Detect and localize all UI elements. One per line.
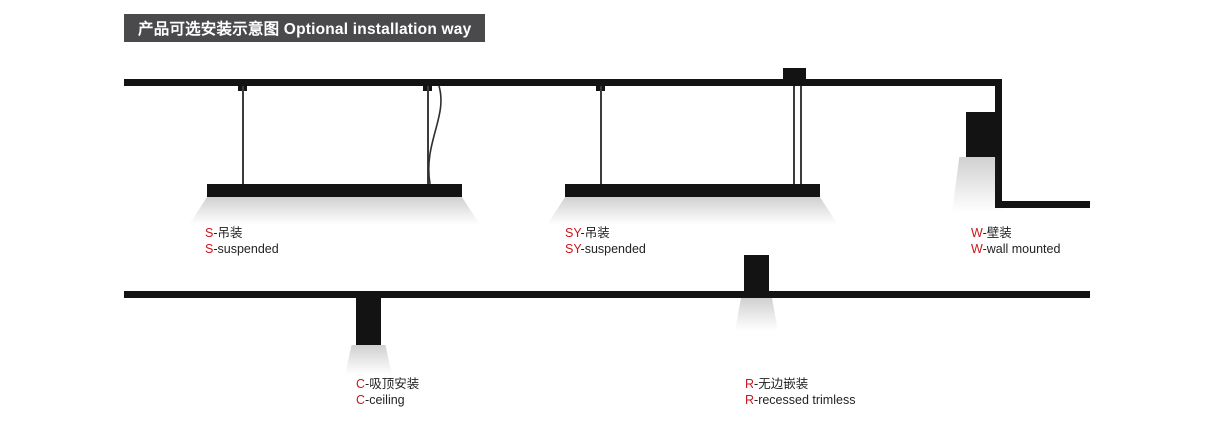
label-sy-zh-code: SY bbox=[565, 226, 581, 240]
label-s-zh: S-吊装 bbox=[205, 225, 279, 241]
sy-driver-box bbox=[783, 68, 806, 80]
c-fixture bbox=[356, 298, 381, 345]
c-light-beam bbox=[345, 345, 392, 375]
label-r-zh: R-无边嵌装 bbox=[745, 376, 855, 392]
section-title-banner: 产品可选安装示意图 Optional installation way bbox=[124, 14, 486, 42]
label-sy-zh: SY-吊装 bbox=[565, 225, 646, 241]
label-sy-en-code: SY bbox=[565, 242, 581, 256]
label-w-en: W-wall mounted bbox=[971, 241, 1060, 257]
label-s-en-code: S bbox=[205, 242, 214, 256]
label-sy-en-text: -suspended bbox=[580, 242, 646, 256]
label-c-en: C-ceiling bbox=[356, 392, 419, 408]
label-w-en-code: W bbox=[971, 242, 983, 256]
label-r-zh-code: R bbox=[745, 377, 755, 391]
label-w-zh-text: -壁装 bbox=[982, 226, 1012, 240]
sy-suspension-wire-right-1 bbox=[793, 86, 795, 184]
ceiling-line-top bbox=[124, 79, 1002, 86]
s-fixture-bar bbox=[207, 184, 462, 197]
r-light-beam bbox=[735, 298, 778, 331]
label-c-en-text: -ceiling bbox=[365, 393, 405, 407]
label-s-zh-code: S bbox=[205, 226, 214, 240]
sy-light-beam bbox=[547, 197, 838, 225]
label-r-en: R-recessed trimless bbox=[745, 392, 855, 408]
label-w-zh-code: W bbox=[971, 226, 983, 240]
w-fixture bbox=[966, 112, 996, 157]
ceiling-line-bottom bbox=[124, 291, 1090, 298]
label-w-en-text: -wall mounted bbox=[982, 242, 1061, 256]
label-c-zh-text: -吸顶安装 bbox=[365, 377, 420, 391]
label-c-zh: C-吸顶安装 bbox=[356, 376, 419, 392]
label-r-en-text: -recessed trimless bbox=[754, 393, 856, 407]
r-fixture bbox=[744, 255, 769, 291]
sy-fixture-bar bbox=[565, 184, 820, 197]
label-s-zh-text: -吊装 bbox=[213, 226, 243, 240]
label-s-en-text: -suspended bbox=[213, 242, 279, 256]
label-c: C-吸顶安装 C-ceiling bbox=[356, 376, 419, 408]
label-sy-en: SY-suspended bbox=[565, 241, 646, 257]
wall-line-vertical bbox=[995, 79, 1002, 208]
s-power-cord-icon bbox=[428, 85, 442, 185]
label-sy-zh-text: -吊装 bbox=[580, 226, 610, 240]
label-w: W-壁装 W-wall mounted bbox=[971, 225, 1060, 257]
sy-suspension-wire-left bbox=[600, 86, 602, 184]
label-w-zh: W-壁装 bbox=[971, 225, 1060, 241]
label-s-en: S-suspended bbox=[205, 241, 279, 257]
label-sy: SY-吊装 SY-suspended bbox=[565, 225, 646, 257]
s-suspension-wire-left bbox=[242, 86, 244, 184]
label-r: R-无边嵌装 R-recessed trimless bbox=[745, 376, 855, 408]
label-c-en-code: C bbox=[356, 393, 366, 407]
label-s: S-吊装 S-suspended bbox=[205, 225, 279, 257]
label-r-zh-text: -无边嵌装 bbox=[754, 377, 809, 391]
wall-line-lower bbox=[1002, 201, 1090, 208]
s-light-beam bbox=[189, 197, 480, 225]
w-light-beam bbox=[952, 157, 1004, 213]
label-r-en-code: R bbox=[745, 393, 755, 407]
label-c-zh-code: C bbox=[356, 377, 366, 391]
s-suspension-wire-right bbox=[427, 86, 429, 184]
sy-suspension-wire-right-2 bbox=[800, 86, 802, 184]
